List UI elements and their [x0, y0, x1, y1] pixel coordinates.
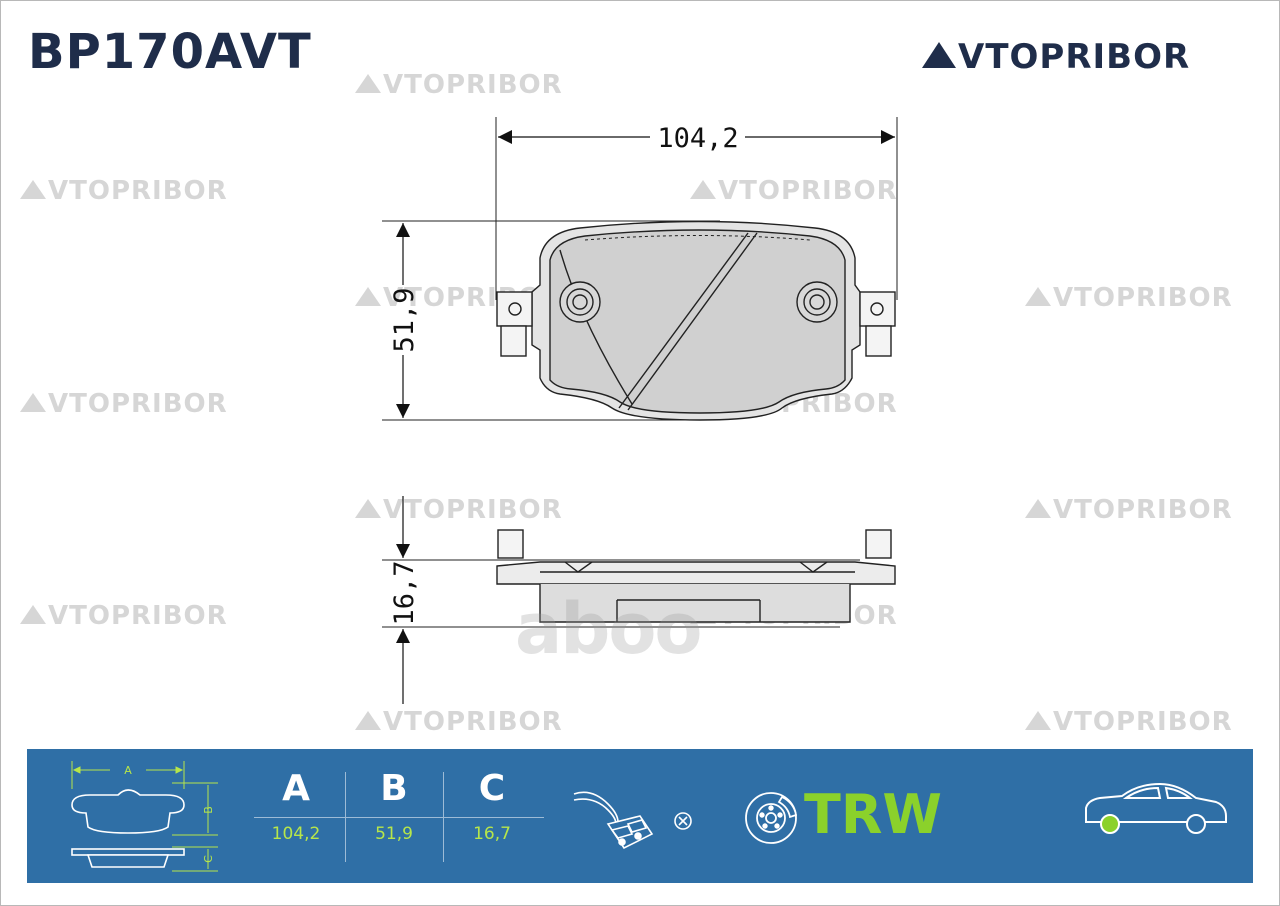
existing-watermark: aboo — [515, 588, 703, 670]
rear-axle-highlight — [1100, 814, 1120, 834]
thickness-dimension: 16,7 — [382, 496, 860, 704]
wear-sensor-connector-icon — [573, 791, 654, 850]
watermark-a-icon — [1025, 499, 1051, 518]
watermark: VTOPRIBOR — [355, 72, 563, 98]
watermark-a-icon — [355, 287, 381, 306]
spec-divider-horizontal — [254, 817, 544, 818]
watermark: VTOPRIBOR — [20, 178, 228, 204]
watermark-a-icon — [20, 393, 46, 412]
brand-logo-a-icon — [922, 42, 956, 68]
watermark-text: VTOPRIBOR — [1053, 707, 1233, 737]
watermark-a-icon — [20, 180, 46, 199]
watermark: VTOPRIBOR — [355, 497, 563, 523]
watermark: VTOPRIBOR — [355, 709, 563, 735]
watermark-text: VTOPRIBOR — [383, 70, 563, 100]
watermark-a-icon — [690, 180, 716, 199]
icon-label-b: B — [202, 806, 215, 814]
watermark-a-icon — [355, 74, 381, 93]
watermark-a-icon — [20, 605, 46, 624]
watermark: VTOPRIBOR — [1025, 709, 1233, 735]
spec-value-b: 51,9 — [375, 824, 413, 844]
brake-disc-icon — [745, 792, 798, 844]
icon-label-c: C — [202, 855, 215, 863]
watermark-text: VTOPRIBOR — [1053, 283, 1233, 313]
car-rear-axle-icon — [1085, 782, 1227, 834]
watermark-text: VTOPRIBOR — [718, 176, 898, 206]
icon-label-a: A — [124, 764, 132, 777]
spec-header-b: B — [380, 768, 408, 809]
pad-front-view — [496, 220, 896, 421]
watermark: VTOPRIBOR — [20, 391, 228, 417]
height-dimension-label: 51,9 — [389, 287, 420, 352]
watermark-a-icon — [355, 499, 381, 518]
part-code-title: BP170AVT — [28, 24, 312, 80]
width-dimension-label: 104,2 — [657, 123, 738, 154]
watermark-text: VTOPRIBOR — [48, 176, 228, 206]
watermark-text: VTOPRIBOR — [1053, 495, 1233, 525]
brand-logo: VTOPRIBOR — [922, 40, 1190, 74]
watermark-a-icon — [355, 711, 381, 730]
thickness-dimension-label: 16,7 — [389, 560, 420, 625]
watermark: VTOPRIBOR — [690, 178, 898, 204]
watermark-text: VTOPRIBOR — [48, 389, 228, 419]
width-dimension: 104,2 — [495, 117, 898, 300]
watermark-text: VTOPRIBOR — [48, 601, 228, 631]
maker-name: TRW — [804, 783, 942, 846]
spec-value-c: 16,7 — [473, 824, 511, 844]
watermark-text: VTOPRIBOR — [383, 495, 563, 525]
cross-circle-icon — [674, 812, 692, 830]
spec-header-c: C — [478, 768, 506, 809]
pad-dimension-diagram-icon: A B C — [71, 761, 218, 872]
brand-logo-text: VTOPRIBOR — [958, 37, 1191, 77]
watermark-a-icon — [1025, 287, 1051, 306]
watermark: VTOPRIBOR — [1025, 497, 1233, 523]
spec-value-a: 104,2 — [271, 824, 321, 844]
pad-side-view — [496, 529, 896, 623]
spec-header-a: A — [282, 768, 310, 809]
height-dimension: 51,9 — [382, 220, 720, 421]
watermark-a-icon — [1025, 711, 1051, 730]
watermark: VTOPRIBOR — [20, 603, 228, 629]
watermark-text: VTOPRIBOR — [383, 707, 563, 737]
watermark: VTOPRIBOR — [1025, 285, 1233, 311]
